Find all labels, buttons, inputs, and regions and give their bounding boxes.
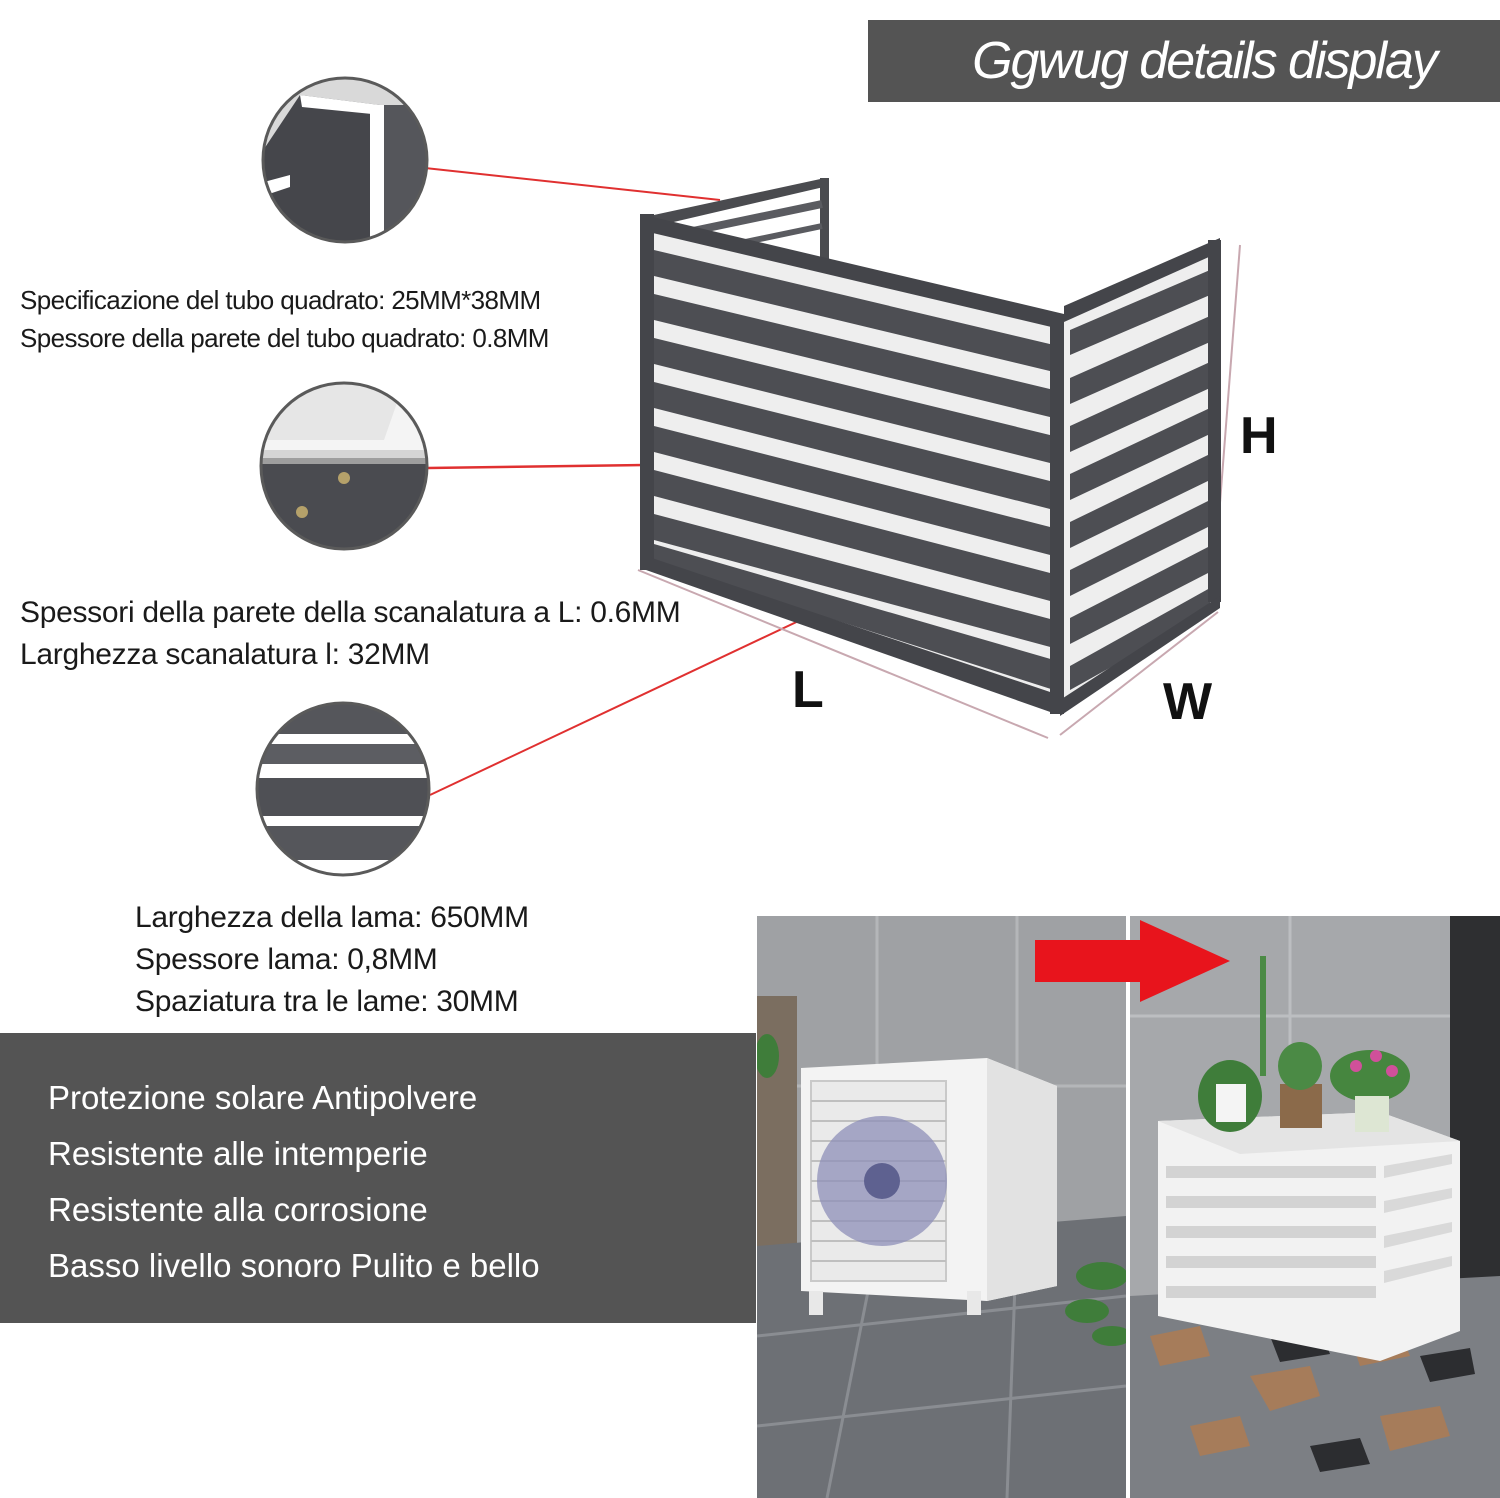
groove-detail-icon	[259, 381, 429, 551]
features-panel: Protezione solare Antipolvere Resistente…	[0, 1033, 756, 1323]
cover-side-panel	[1060, 238, 1221, 716]
after-photo	[1130, 916, 1500, 1498]
spec-groove-width: Larghezza scanalatura l: 32MM	[20, 638, 430, 671]
spec-blade-spacing: Spaziatura tra le lame: 30MM	[135, 985, 519, 1018]
dim-line-length	[637, 569, 1049, 739]
before-photo	[757, 916, 1126, 1498]
page-title: Ggwug details display	[972, 32, 1438, 90]
feature-item: Protezione solare Antipolvere	[48, 1079, 478, 1116]
callout-line-tube	[424, 167, 721, 201]
dim-line-width	[1059, 611, 1219, 736]
spec-tube-size: Specificazione del tubo quadrato: 25MM*3…	[20, 285, 541, 315]
spec-groove-thickness: Spessori della parete della scanalatura …	[20, 596, 681, 629]
spec-tube-thickness: Spessore della parete del tubo quadrato:…	[20, 323, 549, 353]
spec-blade-thickness: Spessore lama: 0,8MM	[135, 943, 438, 976]
callout-line-groove	[427, 463, 646, 470]
blade-detail-icon	[255, 701, 431, 877]
header-banner: Ggwug details display	[868, 20, 1500, 102]
feature-item: Resistente alla corrosione	[48, 1191, 428, 1228]
dimension-height-label: H	[1240, 407, 1278, 465]
product-diagram	[424, 167, 1241, 796]
dimension-length-label: L	[792, 661, 824, 719]
tube-detail-icon	[261, 76, 429, 244]
feature-item: Resistente alle intemperie	[48, 1135, 428, 1172]
feature-item: Basso livello sonoro Pulito e bello	[48, 1247, 540, 1284]
callout-line-blade	[429, 591, 861, 796]
cover-front-panel	[640, 214, 1064, 714]
spec-blade-width: Larghezza della lama: 650MM	[135, 901, 529, 934]
red-arrow-icon	[1035, 920, 1230, 1002]
dimension-width-label: W	[1163, 673, 1213, 731]
